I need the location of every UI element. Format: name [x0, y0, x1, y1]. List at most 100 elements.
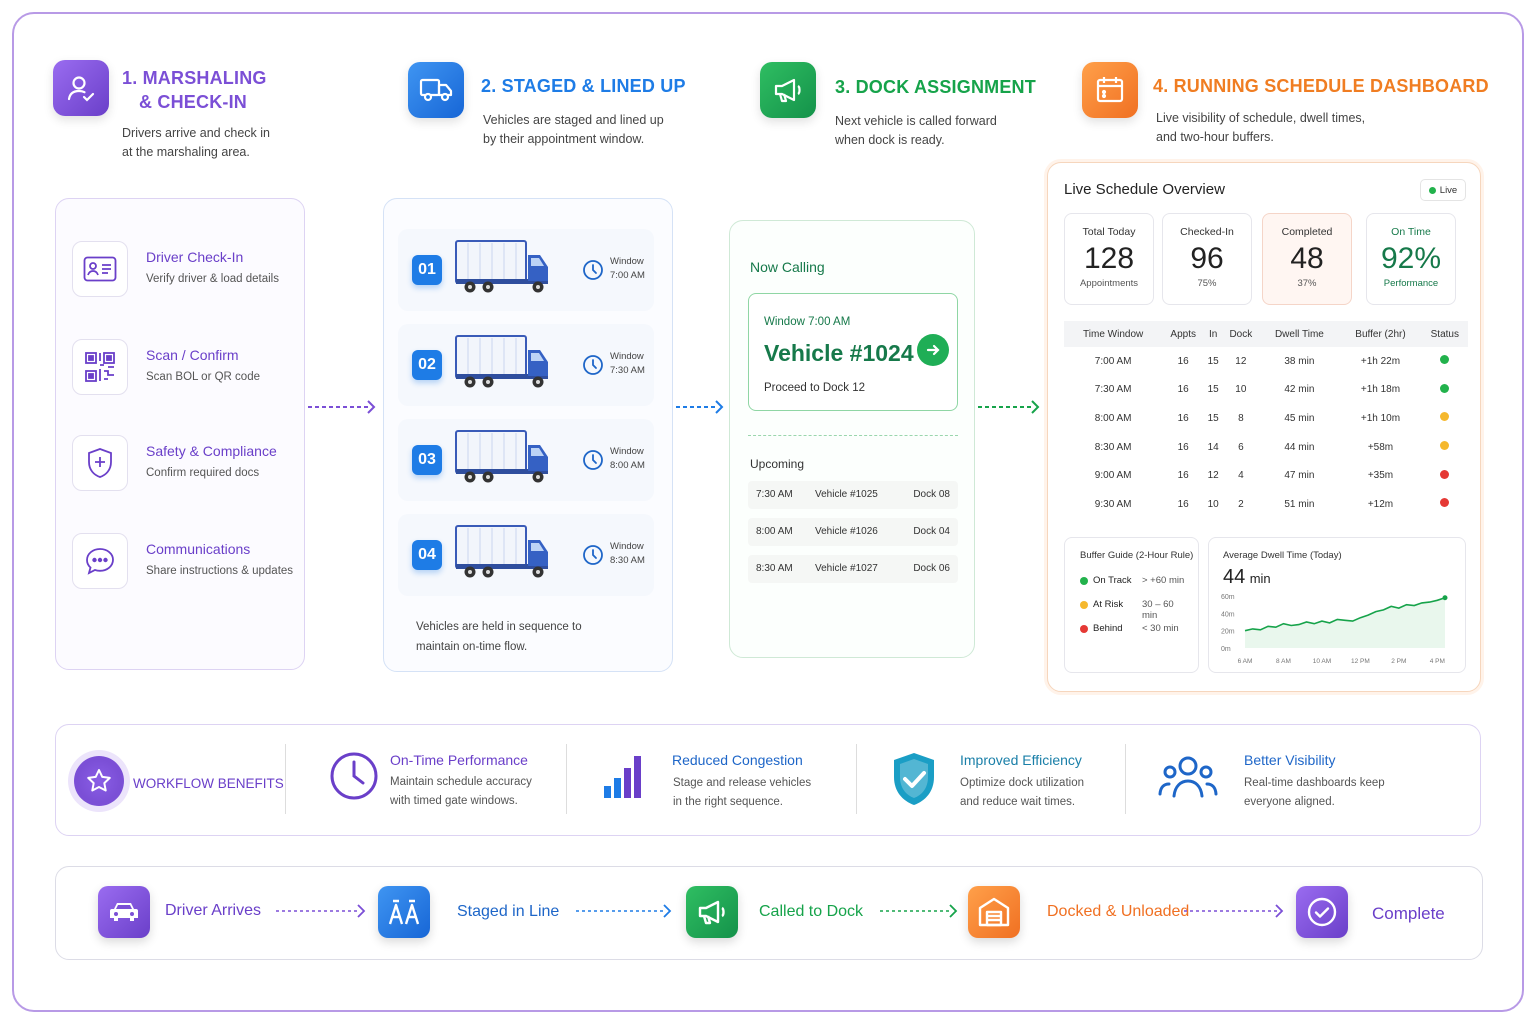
- step-4-title: 4. RUNNING SCHEDULE DASHBOARD: [1153, 76, 1489, 96]
- checkin-item-scan[interactable]: Scan / Confirm Scan BOL or QR code: [72, 339, 312, 399]
- arrow-staging-to-dock: [676, 400, 724, 414]
- upcoming-vehicle: Vehicle #1027: [815, 563, 878, 574]
- clock-icon: [582, 259, 604, 286]
- clock-icon: [328, 750, 380, 807]
- column-header: Dock: [1222, 321, 1260, 347]
- upcoming-time: 8:30 AM: [756, 563, 793, 574]
- dwell-area: [1245, 597, 1445, 648]
- flow-arrow: [576, 904, 672, 918]
- status-dot: [1440, 441, 1450, 451]
- column-header: Buffer (2hr): [1339, 321, 1422, 347]
- arrow-right-icon[interactable]: [917, 334, 949, 366]
- step-4-desc: Live visibility of schedule, dwell times…: [1156, 111, 1366, 144]
- checkin-item-driver[interactable]: Driver Check-In Verify driver & load det…: [72, 241, 312, 301]
- benefits-label: WORKFLOW BENEFITS: [133, 776, 284, 791]
- megaphone-icon: [760, 62, 816, 118]
- flow-panel: [55, 866, 1483, 960]
- x-tick-label: 6 AM: [1238, 658, 1253, 665]
- buffer-guide-panel: Buffer Guide (2-Hour Rule) On Track> +60…: [1064, 537, 1199, 673]
- shield-plus-icon: [72, 435, 128, 491]
- dashboard-title: Live Schedule Overview: [1064, 181, 1225, 198]
- user-check-icon: [53, 60, 109, 116]
- bar-chart-icon: [602, 752, 646, 805]
- step-1-title: 1. MARSHALING & CHECK-IN: [122, 68, 267, 112]
- buffer-guide-item: On Track> +60 min: [1080, 574, 1190, 590]
- x-tick-label: 10 AM: [1313, 658, 1331, 665]
- benefit-2-title: Reduced Congestion: [672, 752, 803, 768]
- y-tick-label: 40m: [1221, 611, 1235, 618]
- checkin-item-comms[interactable]: Communications Share instructions & upda…: [72, 533, 312, 593]
- status-dot: [1080, 625, 1088, 633]
- now-calling-dock: Proceed to Dock 12: [764, 382, 866, 394]
- flow-step-docked: Docked & Unloaded: [1047, 903, 1190, 920]
- now-calling-label: Now Calling: [750, 259, 825, 275]
- upcoming-time: 8:00 AM: [756, 526, 793, 537]
- column-header: In: [1204, 321, 1223, 347]
- upcoming-label: Upcoming: [750, 457, 805, 471]
- dwell-title: Average Dwell Time (Today): [1223, 550, 1342, 561]
- calendar-icon: [1082, 62, 1138, 118]
- team-icon: [1158, 754, 1218, 805]
- flow-arrow: [276, 904, 366, 918]
- buffer-guide-item: Behind< 30 min: [1080, 622, 1190, 638]
- dock-card: Now Calling Window 7:00 AM Vehicle #1024…: [729, 220, 975, 658]
- megaphone-icon: [686, 886, 738, 938]
- id-card-icon: [72, 241, 128, 297]
- y-tick-label: 60m: [1221, 594, 1235, 601]
- truck-icon: [454, 429, 554, 490]
- page-frame: [12, 12, 1524, 1012]
- clock-icon: [582, 354, 604, 381]
- y-tick-label: 0m: [1221, 646, 1231, 653]
- clock-icon: [582, 449, 604, 476]
- arrow-checkin-to-staging: [308, 400, 376, 414]
- sequence-number: 03: [412, 445, 442, 475]
- dwell-line: [1244, 596, 1446, 632]
- upcoming-dock: Dock 04: [913, 526, 950, 537]
- flow-step-staged: Staged in Line: [457, 903, 560, 920]
- dwell-value: 44 min: [1223, 566, 1271, 588]
- column-header: Appts: [1162, 321, 1205, 347]
- status-dot: [1440, 498, 1450, 508]
- column-header: Time Window: [1064, 321, 1163, 347]
- benefit-1-title: On-Time Performance: [390, 752, 528, 768]
- status-dot: [1440, 355, 1450, 365]
- step-3-title: 3. DOCK ASSIGNMENT: [835, 77, 1036, 97]
- flow-step-complete: Complete: [1372, 904, 1445, 923]
- status-dot: [1080, 577, 1088, 585]
- warehouse-icon: [968, 886, 1020, 938]
- x-tick-label: 12 PM: [1351, 658, 1370, 665]
- now-calling-vehicle: Vehicle #1024: [764, 340, 914, 366]
- now-calling-panel[interactable]: Window 7:00 AM Vehicle #1024 Proceed to …: [748, 293, 958, 411]
- benefit-separator: [1125, 744, 1126, 814]
- vehicles-lined-icon: [378, 886, 430, 938]
- upcoming-dock: Dock 08: [913, 489, 950, 500]
- dock-divider: [748, 435, 958, 436]
- checkin-item-safety[interactable]: Safety & Compliance Confirm required doc…: [72, 435, 312, 495]
- benefit-3-title: Improved Efficiency: [960, 752, 1082, 768]
- qr-code-icon: [72, 339, 128, 395]
